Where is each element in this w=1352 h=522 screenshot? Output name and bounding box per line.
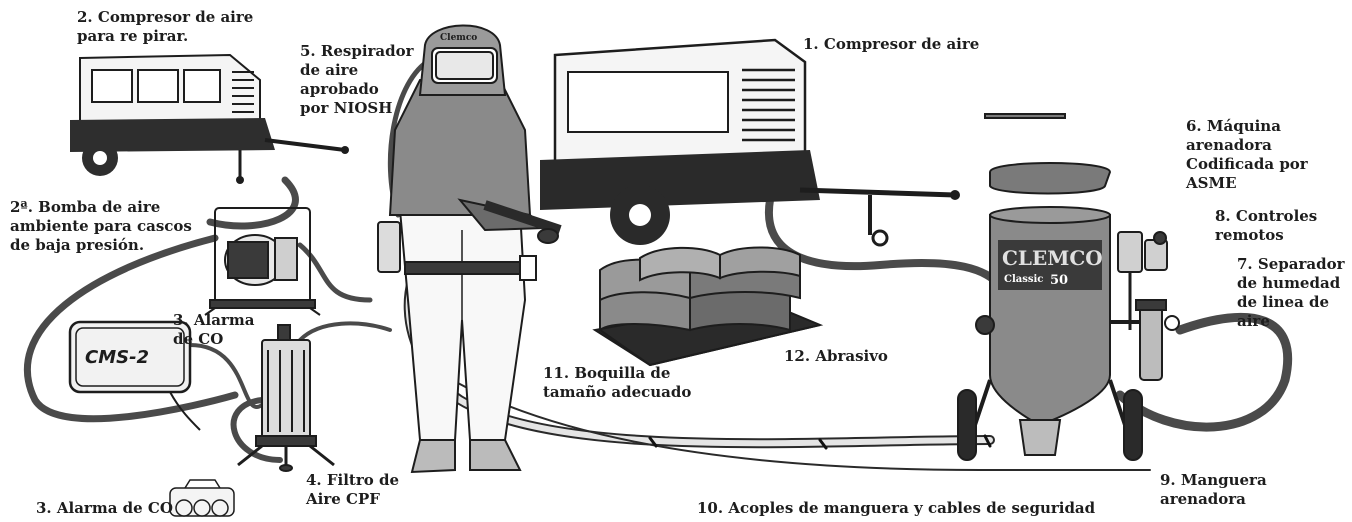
cms-label: CMS-2 (85, 347, 149, 368)
label-moisture-separator: 7. Separador de humedad de linea de aire (1237, 255, 1345, 330)
cpf-air-filter (237, 324, 335, 472)
label-main-compressor: 1. Compresor de aire (803, 35, 980, 53)
classic-label: Classic (1004, 274, 1043, 285)
moisture-separator (1110, 299, 1180, 381)
label-hose-couplings: 10. Acoples de manguera y cables de segu… (697, 499, 1096, 517)
blaster-worker: Clemco (377, 24, 562, 474)
co-alarm-small-icon (169, 479, 235, 517)
label-blast-hose: 9. Manguera arenadora (1160, 471, 1267, 508)
label-ambient-air-pump: 2ª. Bomba de aire ambiente para cascos d… (10, 198, 192, 254)
label-co-alarm-bottom: 3. Alarma de CO (36, 499, 173, 517)
helmet-brand: Clemco (440, 33, 477, 43)
cms2-co-monitor: CMS-2 (68, 320, 201, 431)
main-air-compressor (540, 38, 960, 247)
label-abrasive: 12. Abrasivo (784, 347, 888, 365)
label-blast-machine: 6. Máquina arenadora Codificada por ASME (1186, 117, 1308, 192)
label-cpf-filter: 4. Filtro de Aire CPF (306, 471, 400, 508)
label-niosh-respirator: 5. Respirador de aire aprobado por NIOSH (300, 42, 414, 117)
blast-machine: CLEMCO Classic 50 (957, 113, 1143, 461)
label-remote-controls: 8. Controles remotos (1215, 207, 1318, 244)
breathing-air-compressor (70, 53, 349, 184)
abrasive-bags-pallet (592, 246, 824, 367)
clemco-logo: CLEMCO (1002, 246, 1103, 270)
label-co-alarm: 3. Alarma de CO (173, 311, 255, 348)
ambient-air-pump (204, 207, 321, 316)
label-breathing-compressor: 2. Compresor de aire para re pirar. (77, 8, 254, 45)
label-nozzle: 11. Boquilla de tamaño adecuado (543, 364, 692, 401)
classic-number: 50 (1050, 273, 1068, 288)
